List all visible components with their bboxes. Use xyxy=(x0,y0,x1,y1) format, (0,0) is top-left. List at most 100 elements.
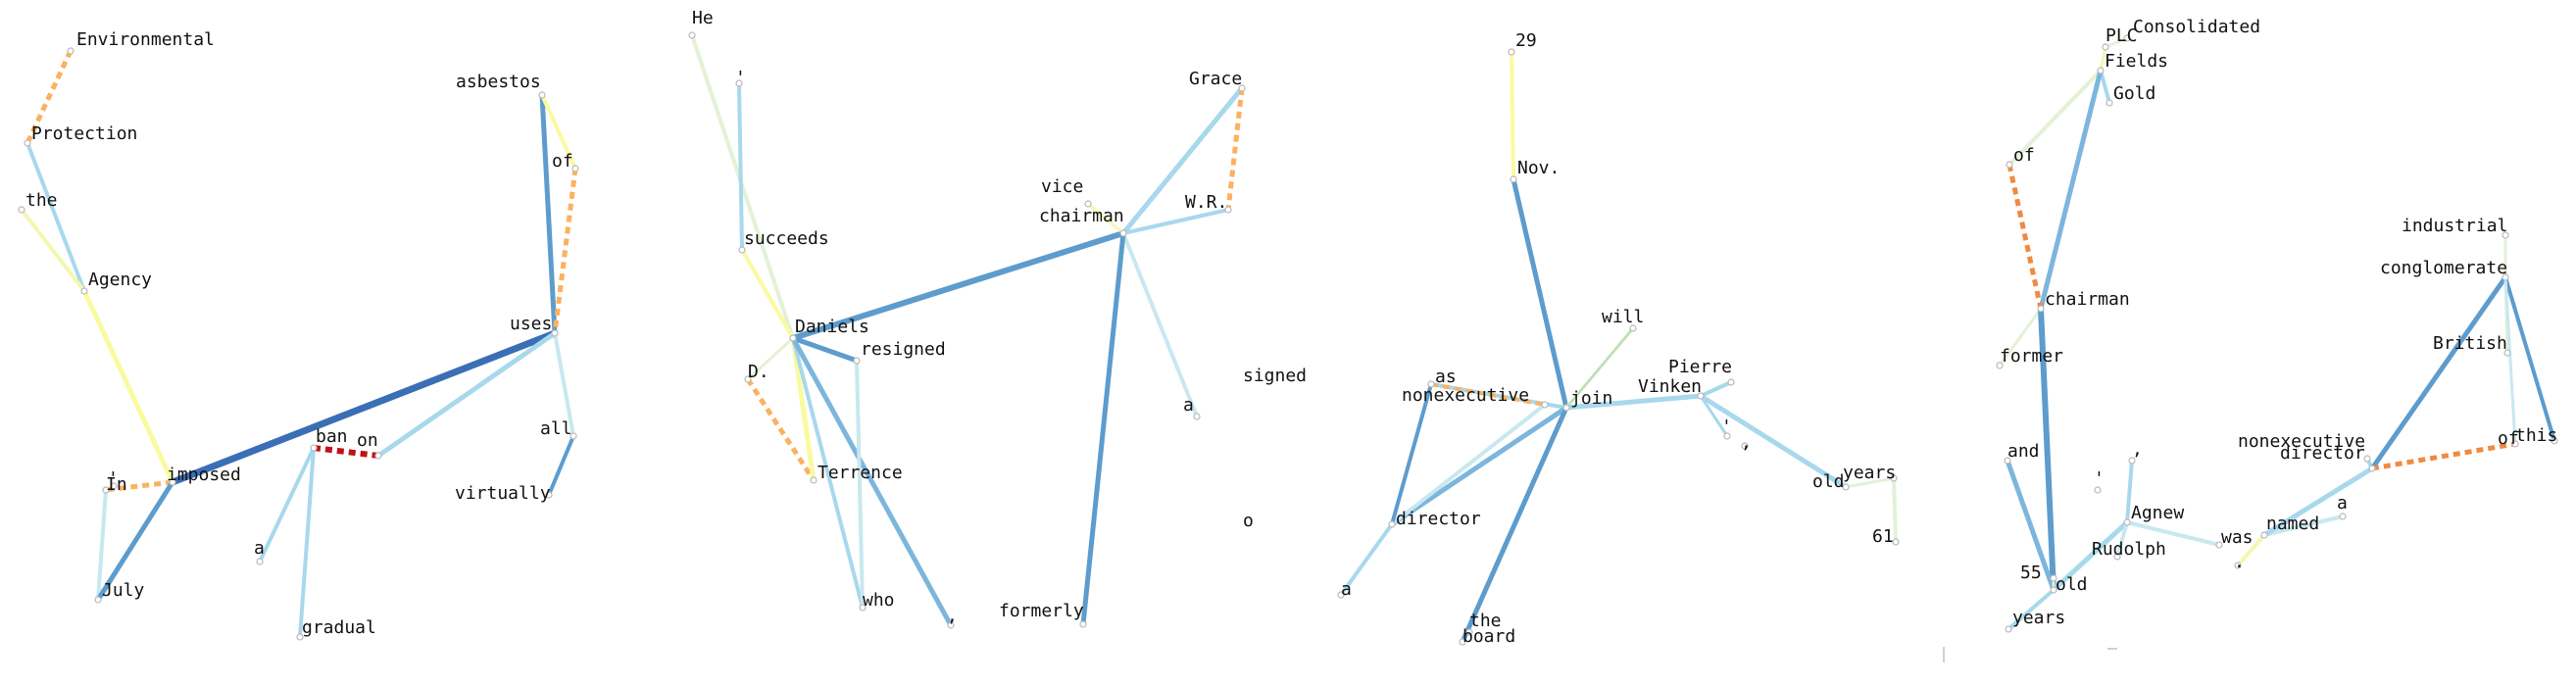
node-join[interactable] xyxy=(1562,404,1570,412)
node-uses[interactable] xyxy=(551,329,559,337)
word-and4: and xyxy=(2007,441,2040,462)
node-daniels[interactable] xyxy=(789,334,797,342)
node-quote[interactable] xyxy=(110,482,118,490)
node-the3[interactable] xyxy=(1465,628,1473,636)
node-protection[interactable] xyxy=(24,139,31,147)
panel-1-labels: EnvironmentalProtectiontheAgencyasbestos… xyxy=(25,29,573,638)
node-tick[interactable] xyxy=(735,79,743,87)
node-n55[interactable] xyxy=(2050,574,2057,582)
node-terrence[interactable] xyxy=(810,476,817,484)
node-chairman[interactable] xyxy=(1119,229,1127,237)
node-n29[interactable] xyxy=(1508,48,1515,56)
word-imposed: imposed xyxy=(167,465,241,485)
word-grace: Grace xyxy=(1189,69,1242,89)
node-ban[interactable] xyxy=(310,444,318,452)
node-was[interactable] xyxy=(2215,541,2223,549)
node-virtually[interactable] xyxy=(545,491,553,499)
word-the3: the xyxy=(1469,611,1502,631)
node-vinken[interactable] xyxy=(1697,392,1705,400)
edge-in-july xyxy=(96,489,108,601)
edge-uses-on xyxy=(376,330,557,459)
node-n61[interactable] xyxy=(1892,538,1900,546)
word-old: old xyxy=(1812,471,1845,492)
node-comma2[interactable] xyxy=(1741,442,1749,450)
edge-old4-agnew xyxy=(2052,520,2129,592)
node-nonexecutive[interactable] xyxy=(1541,401,1549,409)
node-chairman4[interactable] xyxy=(2037,305,2045,313)
node-fields[interactable] xyxy=(2097,67,2105,74)
node-this[interactable] xyxy=(2551,437,2558,445)
node-a[interactable] xyxy=(1193,413,1201,420)
node-in[interactable] xyxy=(102,486,110,494)
node-succeeds[interactable] xyxy=(738,246,746,254)
edge-conglomerate-this xyxy=(2503,276,2556,442)
node-apost[interactable] xyxy=(1723,432,1731,440)
node-july[interactable] xyxy=(94,596,102,604)
node-environmental[interactable] xyxy=(67,47,74,55)
word-environmental: Environmental xyxy=(76,29,215,50)
node-nov[interactable] xyxy=(1510,175,1517,183)
node-apost4[interactable] xyxy=(2094,486,2102,494)
node-plc[interactable] xyxy=(2102,43,2109,51)
node-industrial[interactable] xyxy=(2502,231,2509,239)
node-of4[interactable] xyxy=(2006,161,2013,169)
panel-1-nodes xyxy=(18,47,579,641)
node-he[interactable] xyxy=(688,31,696,39)
edge-uses-asbestos xyxy=(539,94,558,334)
word-named: named xyxy=(2266,514,2319,534)
edge-all-virtually xyxy=(547,435,575,496)
node-resigned[interactable] xyxy=(853,357,861,365)
node-former[interactable] xyxy=(1996,362,2004,369)
node-british[interactable] xyxy=(2503,349,2511,357)
node-wr[interactable] xyxy=(1224,206,1232,214)
node-the[interactable] xyxy=(18,206,25,214)
node-director[interactable] xyxy=(1388,520,1396,528)
edge-daniels-comma xyxy=(790,336,954,627)
word-n29: 29 xyxy=(1515,30,1537,51)
node-imposed[interactable] xyxy=(169,478,176,486)
edge-chairman4-old4 xyxy=(2038,308,2056,591)
node-comma4[interactable] xyxy=(2128,457,2136,465)
node-years4[interactable] xyxy=(2005,625,2012,633)
node-will[interactable] xyxy=(1629,324,1637,332)
node-a3[interactable] xyxy=(1337,591,1345,599)
node-director4[interactable] xyxy=(2368,465,2376,472)
word-former: former xyxy=(2000,346,2063,367)
node-pierre[interactable] xyxy=(1727,378,1735,386)
node-gold[interactable] xyxy=(2105,99,2113,107)
node-named[interactable] xyxy=(2260,531,2268,539)
node-old[interactable] xyxy=(1842,483,1850,491)
node-a4[interactable] xyxy=(2339,513,2347,520)
node-nonexec4[interactable] xyxy=(2363,455,2371,463)
node-on[interactable] xyxy=(374,452,382,460)
node-gradual[interactable] xyxy=(296,633,304,641)
node-old4[interactable] xyxy=(2050,586,2057,594)
node-as[interactable] xyxy=(1427,380,1435,388)
node-rudolph[interactable] xyxy=(2113,553,2121,561)
node-years[interactable] xyxy=(1890,474,1898,482)
node-vice[interactable] xyxy=(1084,200,1092,208)
node-agency[interactable] xyxy=(80,287,88,295)
node-all[interactable] xyxy=(570,432,577,440)
node-d[interactable] xyxy=(744,375,752,383)
node-board[interactable] xyxy=(1459,638,1466,646)
node-asbestos[interactable] xyxy=(538,91,546,99)
node-who[interactable] xyxy=(859,604,867,612)
edge-as-nonexecutive xyxy=(1430,382,1546,407)
node-of4b[interactable] xyxy=(2511,440,2519,448)
node-consolidated[interactable] xyxy=(2123,34,2131,42)
edge-daniels-who xyxy=(791,337,865,609)
word-a3: a xyxy=(1341,579,1352,600)
node-and4[interactable] xyxy=(2004,457,2011,465)
panel-3-nodes xyxy=(1337,48,1900,646)
node-dot4[interactable] xyxy=(2234,562,2242,569)
node-of[interactable] xyxy=(571,165,579,172)
node-formerly[interactable] xyxy=(1079,620,1087,628)
node-grace[interactable] xyxy=(1238,84,1246,92)
node-a[interactable] xyxy=(256,558,264,565)
node-conglomerate[interactable] xyxy=(2502,273,2509,281)
node-agnew[interactable] xyxy=(2123,518,2131,526)
word-pierre: Pierre xyxy=(1668,357,1732,377)
word-as: as xyxy=(1435,367,1457,387)
node-comma[interactable] xyxy=(947,621,955,629)
